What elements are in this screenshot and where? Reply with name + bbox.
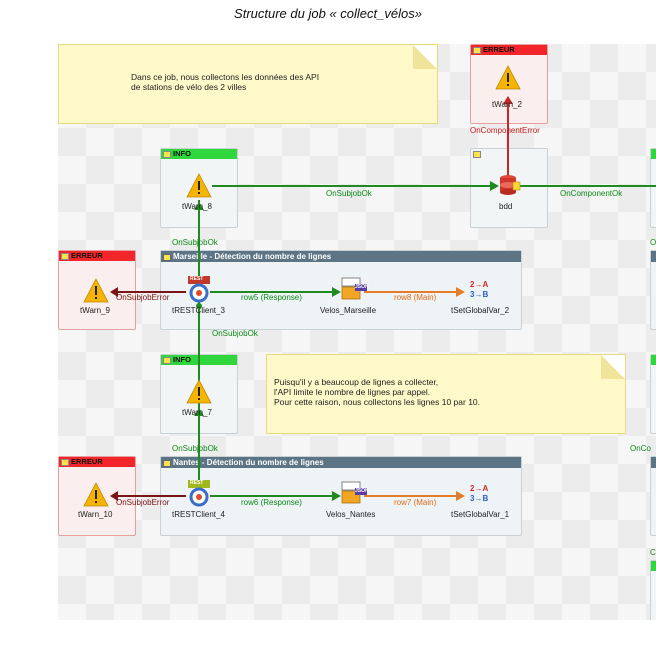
toggle-icon[interactable] bbox=[163, 357, 171, 364]
toggle-icon[interactable] bbox=[163, 460, 171, 467]
conn-label-on-component-ok[interactable]: OnComponentOk bbox=[560, 189, 623, 198]
label-twarn-9: tWarn_9 bbox=[80, 306, 110, 315]
warning-icon bbox=[83, 278, 109, 303]
arrow-head bbox=[490, 181, 499, 191]
subjob-nantes-title: Nantes - Détection du nombre de lignes bbox=[161, 457, 521, 468]
note-top-text: Dans ce job, nous collectons les données… bbox=[131, 72, 320, 92]
warning-icon bbox=[495, 65, 521, 90]
label-velos-nantes: Velos_Nantes bbox=[326, 510, 376, 519]
conn-label-on-subjob-error[interactable]: OnSubjobError bbox=[116, 498, 170, 507]
arrow-head bbox=[194, 202, 204, 210]
json-badge: JSON bbox=[355, 488, 369, 494]
label-twarn-8: tWarn_8 bbox=[182, 202, 212, 211]
label-trestclient-3: tRESTClient_3 bbox=[172, 306, 225, 315]
label-twarn-2: tWarn_2 bbox=[492, 100, 522, 109]
header-label: ERREUR bbox=[483, 45, 515, 54]
toggle-icon[interactable] bbox=[61, 253, 69, 260]
arrow-head bbox=[194, 408, 204, 416]
header-info bbox=[651, 355, 656, 365]
conn-label-edge[interactable]: C bbox=[650, 548, 656, 557]
header-info bbox=[651, 561, 656, 571]
box-offscreen-5[interactable] bbox=[650, 560, 656, 620]
conn-label-on-subjob-error[interactable]: OnSubjobError bbox=[116, 293, 170, 302]
header-info bbox=[651, 149, 656, 159]
toggle-icon[interactable] bbox=[163, 151, 171, 158]
json-extract-icon bbox=[341, 277, 367, 300]
link-dot bbox=[196, 303, 202, 309]
box-offscreen-2[interactable] bbox=[650, 250, 656, 330]
json-extract-icon bbox=[341, 481, 367, 504]
header-erreur: ERREUR bbox=[59, 251, 135, 261]
connection-wires bbox=[83, 65, 656, 507]
box-offscreen-3[interactable] bbox=[650, 354, 656, 434]
conn-label-row8[interactable]: row8 (Main) bbox=[394, 293, 437, 302]
database-icon bbox=[500, 175, 521, 195]
header-label: INFO bbox=[173, 355, 191, 364]
label-twarn-7: tWarn_7 bbox=[182, 408, 212, 417]
label-tsetglobalvar-1: tSetGlobalVar_1 bbox=[451, 510, 510, 519]
arrow-head bbox=[332, 491, 341, 501]
header-subjob bbox=[651, 457, 656, 468]
label-velos-marseille: Velos_Marseille bbox=[320, 306, 377, 315]
note-top[interactable]: Dans ce job, nous collectons les données… bbox=[58, 44, 438, 124]
box-offscreen-4[interactable] bbox=[650, 456, 656, 536]
header-info: INFO bbox=[161, 149, 237, 159]
var-line-1: 2→A bbox=[470, 280, 489, 289]
header-erreur: ERREUR bbox=[471, 45, 547, 55]
conn-label-row5[interactable]: row5 (Response) bbox=[241, 293, 302, 302]
rest-badge: REST bbox=[190, 276, 204, 282]
var-line-1: 2→A bbox=[470, 484, 489, 493]
toggle-icon[interactable] bbox=[473, 47, 481, 54]
note-fold bbox=[413, 45, 437, 69]
subjob-title-label: Marseille - Détection du nombre de ligne… bbox=[173, 252, 332, 261]
header-subjob bbox=[651, 251, 656, 262]
toggle-icon[interactable] bbox=[163, 254, 171, 261]
header-erreur: ERREUR bbox=[59, 457, 135, 467]
conn-label-on-subjob-ok[interactable]: OnSubjobOk bbox=[326, 189, 372, 198]
conn-label-on-subjob-ok[interactable]: OnSubjobOk bbox=[172, 444, 218, 453]
var-line-2: 3→B bbox=[470, 494, 489, 503]
warning-icon bbox=[83, 482, 109, 507]
conn-label-edge[interactable]: On bbox=[650, 238, 656, 247]
set-global-var-icon: 2→A 3→B bbox=[470, 484, 488, 504]
set-global-var-icon: 2→A 3→B bbox=[470, 280, 488, 300]
conn-label-on-subjob-ok[interactable]: OnSubjobOk bbox=[212, 329, 258, 338]
arrow-head bbox=[503, 96, 513, 104]
warning-icon bbox=[186, 173, 212, 198]
subjob-title-label: Nantes - Détection du nombre de lignes bbox=[173, 458, 324, 467]
json-badge: JSON bbox=[355, 284, 369, 290]
conn-label-on-component-error[interactable]: OnComponentError bbox=[470, 126, 540, 135]
job-designer-canvas[interactable]: Dans ce job, nous collectons les données… bbox=[58, 44, 656, 620]
toggle-icon[interactable] bbox=[61, 459, 69, 466]
arrow-head bbox=[332, 287, 341, 297]
header-label: INFO bbox=[173, 149, 191, 158]
arrow-head bbox=[456, 287, 465, 297]
note-middle-text: Puisqu'il y a beaucoup de lignes a colle… bbox=[274, 377, 481, 407]
conn-label-row7[interactable]: row7 (Main) bbox=[394, 498, 437, 507]
warning-icon bbox=[186, 379, 212, 404]
label-tsetglobalvar-2: tSetGlobalVar_2 bbox=[451, 306, 510, 315]
subjob-marseille[interactable]: Marseille - Détection du nombre de ligne… bbox=[160, 250, 522, 330]
header-label: ERREUR bbox=[71, 457, 103, 466]
arrow-head bbox=[110, 491, 118, 501]
conn-label-on-subjob-ok[interactable]: OnSubjobOk bbox=[172, 238, 218, 247]
figure-caption: Structure du job « collect_vélos» bbox=[234, 6, 422, 21]
conn-label-row6[interactable]: row6 (Response) bbox=[241, 498, 302, 507]
rest-client-icon bbox=[188, 276, 210, 303]
arrow-head bbox=[110, 287, 118, 297]
conn-label-edge[interactable]: OnCo bbox=[630, 444, 651, 453]
label-twarn-10: tWarn_10 bbox=[78, 510, 113, 519]
box-offscreen-1[interactable] bbox=[650, 148, 656, 228]
header-label: ERREUR bbox=[71, 251, 103, 260]
toggle-icon[interactable] bbox=[473, 151, 481, 158]
arrow-head bbox=[456, 491, 465, 501]
note-fold bbox=[601, 355, 625, 379]
rest-client-icon bbox=[188, 480, 210, 507]
rest-badge: REST bbox=[190, 480, 204, 486]
subjob-marseille-title: Marseille - Détection du nombre de ligne… bbox=[161, 251, 521, 262]
var-line-2: 3→B bbox=[470, 290, 489, 299]
label-bdd: bdd bbox=[499, 202, 513, 211]
label-trestclient-4: tRESTClient_4 bbox=[172, 510, 225, 519]
note-middle[interactable]: Puisqu'il y a beaucoup de lignes a colle… bbox=[266, 354, 626, 434]
